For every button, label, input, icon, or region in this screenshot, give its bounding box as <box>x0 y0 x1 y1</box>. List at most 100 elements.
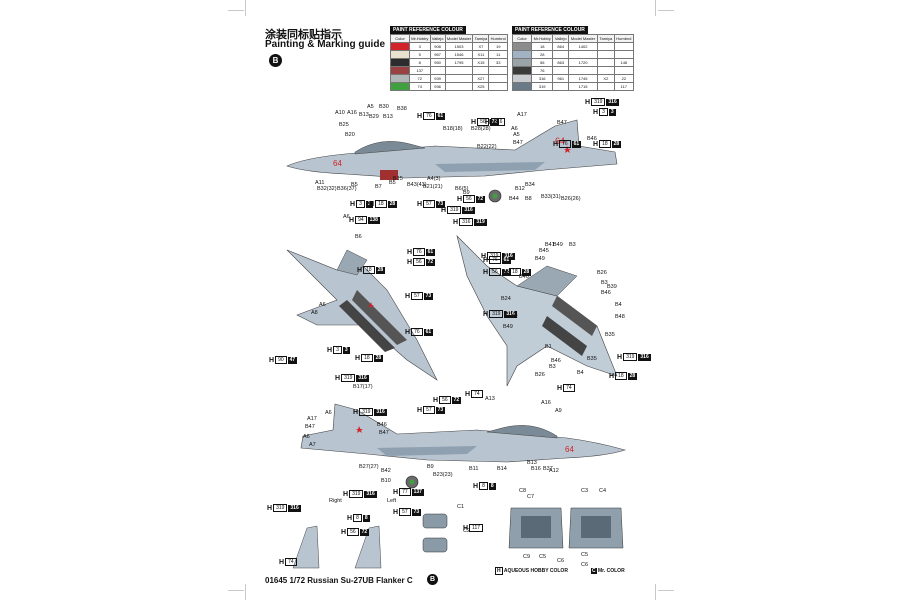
table-cell: 18 <box>530 42 554 51</box>
callout-prefix: H <box>417 406 423 414</box>
part-label: B3 <box>569 242 576 248</box>
callout-mr-code: 28 <box>373 354 384 362</box>
callout-prefix: H <box>457 195 463 203</box>
part-label: C5 <box>539 554 547 560</box>
table-cell <box>472 66 490 75</box>
callout-prefix: H <box>355 354 361 362</box>
callout-mr-code: 8 <box>488 482 496 490</box>
part-label: C4 <box>599 488 607 494</box>
part-label: C7 <box>527 494 535 500</box>
part-label: C8 <box>519 488 527 494</box>
table-cell: 137 <box>409 66 431 75</box>
callout-prefix: H <box>593 140 599 148</box>
table-row: 28 <box>512 50 635 59</box>
callout-hobby-code: 56 <box>477 118 489 126</box>
callout-hobby-code: 319 <box>623 353 638 361</box>
part-label: B39 <box>607 284 617 290</box>
callout-prefix: H <box>609 372 615 380</box>
table-cell: 1795 <box>444 58 474 67</box>
callout-mr-code: 73 <box>435 406 446 414</box>
table-cell: X25 <box>472 82 490 91</box>
part-label: B25 <box>339 122 349 128</box>
part-label: B3 <box>549 364 556 370</box>
callout-mr-code: 72 <box>359 528 370 536</box>
table-cell: 1503 <box>444 42 474 51</box>
callout-hobby-code: 319 <box>591 98 606 106</box>
table-cell: 316 <box>530 74 554 83</box>
top-view-drawing <box>286 249 438 381</box>
table-column-header: Tamiya <box>472 34 490 43</box>
part-label: B26(26) <box>561 196 581 202</box>
crop-mark <box>655 584 656 600</box>
part-label: B33(31) <box>541 194 561 200</box>
callout-prefix: H <box>585 98 591 106</box>
table-column-header: Mr.Hobby <box>409 34 431 43</box>
callout-mr-code: 47 <box>287 356 298 364</box>
callout-mr-code: 72 <box>425 258 436 266</box>
callout-mr-code: 316 <box>606 98 619 106</box>
table-cell: X27 <box>472 74 490 83</box>
table-column-header: Humbrol <box>488 34 508 43</box>
callout-prefix: H <box>349 216 355 224</box>
part-label: B4 <box>577 370 584 376</box>
callout-hobby-code: 18 <box>509 268 521 276</box>
table-cell: 967 <box>429 50 446 59</box>
part-label: B6 <box>355 234 362 240</box>
part-label: B47 <box>305 424 315 430</box>
callout-mr-code: 3 <box>608 108 616 116</box>
part-label: B17(17) <box>353 384 373 390</box>
table-cell: 1402 <box>568 42 599 51</box>
legend-aqueous: H AQUEOUS HOBBY COLOR <box>495 567 568 575</box>
callout-prefix: H <box>335 374 341 382</box>
callout-prefix: H <box>269 356 275 364</box>
callout-mr-code: 61 <box>571 140 582 148</box>
callout-hobby-code: 57 <box>423 406 435 414</box>
callout-hobby-code: 76 <box>411 328 423 336</box>
callout-prefix: H <box>347 514 353 522</box>
crop-mark <box>228 10 244 11</box>
part-label: A9 <box>555 408 562 414</box>
table-cell: X2 <box>597 74 615 83</box>
table-column-header: Color <box>390 34 410 43</box>
part-label: B35 <box>587 356 597 362</box>
part-label: B34 <box>525 182 535 188</box>
table-cell <box>568 50 599 59</box>
table-cell: 72 <box>409 74 431 83</box>
part-label: B30 <box>379 104 389 110</box>
callout-hobby-code: 56 <box>439 396 451 404</box>
part-label: B12 <box>515 186 525 192</box>
callout-hobby-code: 18 <box>599 140 611 148</box>
part-label: C9 <box>523 554 531 560</box>
callout-mr-code: 28 <box>387 200 398 208</box>
color-swatch <box>512 74 532 83</box>
callout-mr-code: 8 <box>362 514 370 522</box>
legend-mr-color: C Mr. COLOR <box>591 568 625 574</box>
part-label: B14 <box>497 466 507 472</box>
table-cell: X15 <box>472 58 490 67</box>
callout-prefix: H <box>407 258 413 266</box>
table-cell: 939 <box>429 74 446 83</box>
callout-mr-code: 61 <box>501 256 512 264</box>
cockpit-tub-drawing <box>508 507 624 549</box>
table-column-header: Vallejo <box>552 34 570 43</box>
callout-mr-code: 3 <box>365 200 373 208</box>
part-label: A5 <box>367 104 374 110</box>
callout-prefix: H <box>343 490 349 498</box>
callout-hobby-code: 18 <box>363 266 375 274</box>
part-label: B47 <box>513 140 523 146</box>
callout-hobby-code: 57 <box>399 508 411 516</box>
table-column-header: Color <box>512 34 532 43</box>
table-column-header: Vallejo <box>429 34 446 43</box>
callout-hobby-code: 3 <box>356 200 365 208</box>
part-label: A11 <box>315 180 325 186</box>
table-cell <box>444 74 474 83</box>
callout-hobby-code: 56 <box>489 268 501 276</box>
callout-mr-code: 72 <box>475 195 486 203</box>
legend-mr-text: Mr. COLOR <box>598 568 625 574</box>
